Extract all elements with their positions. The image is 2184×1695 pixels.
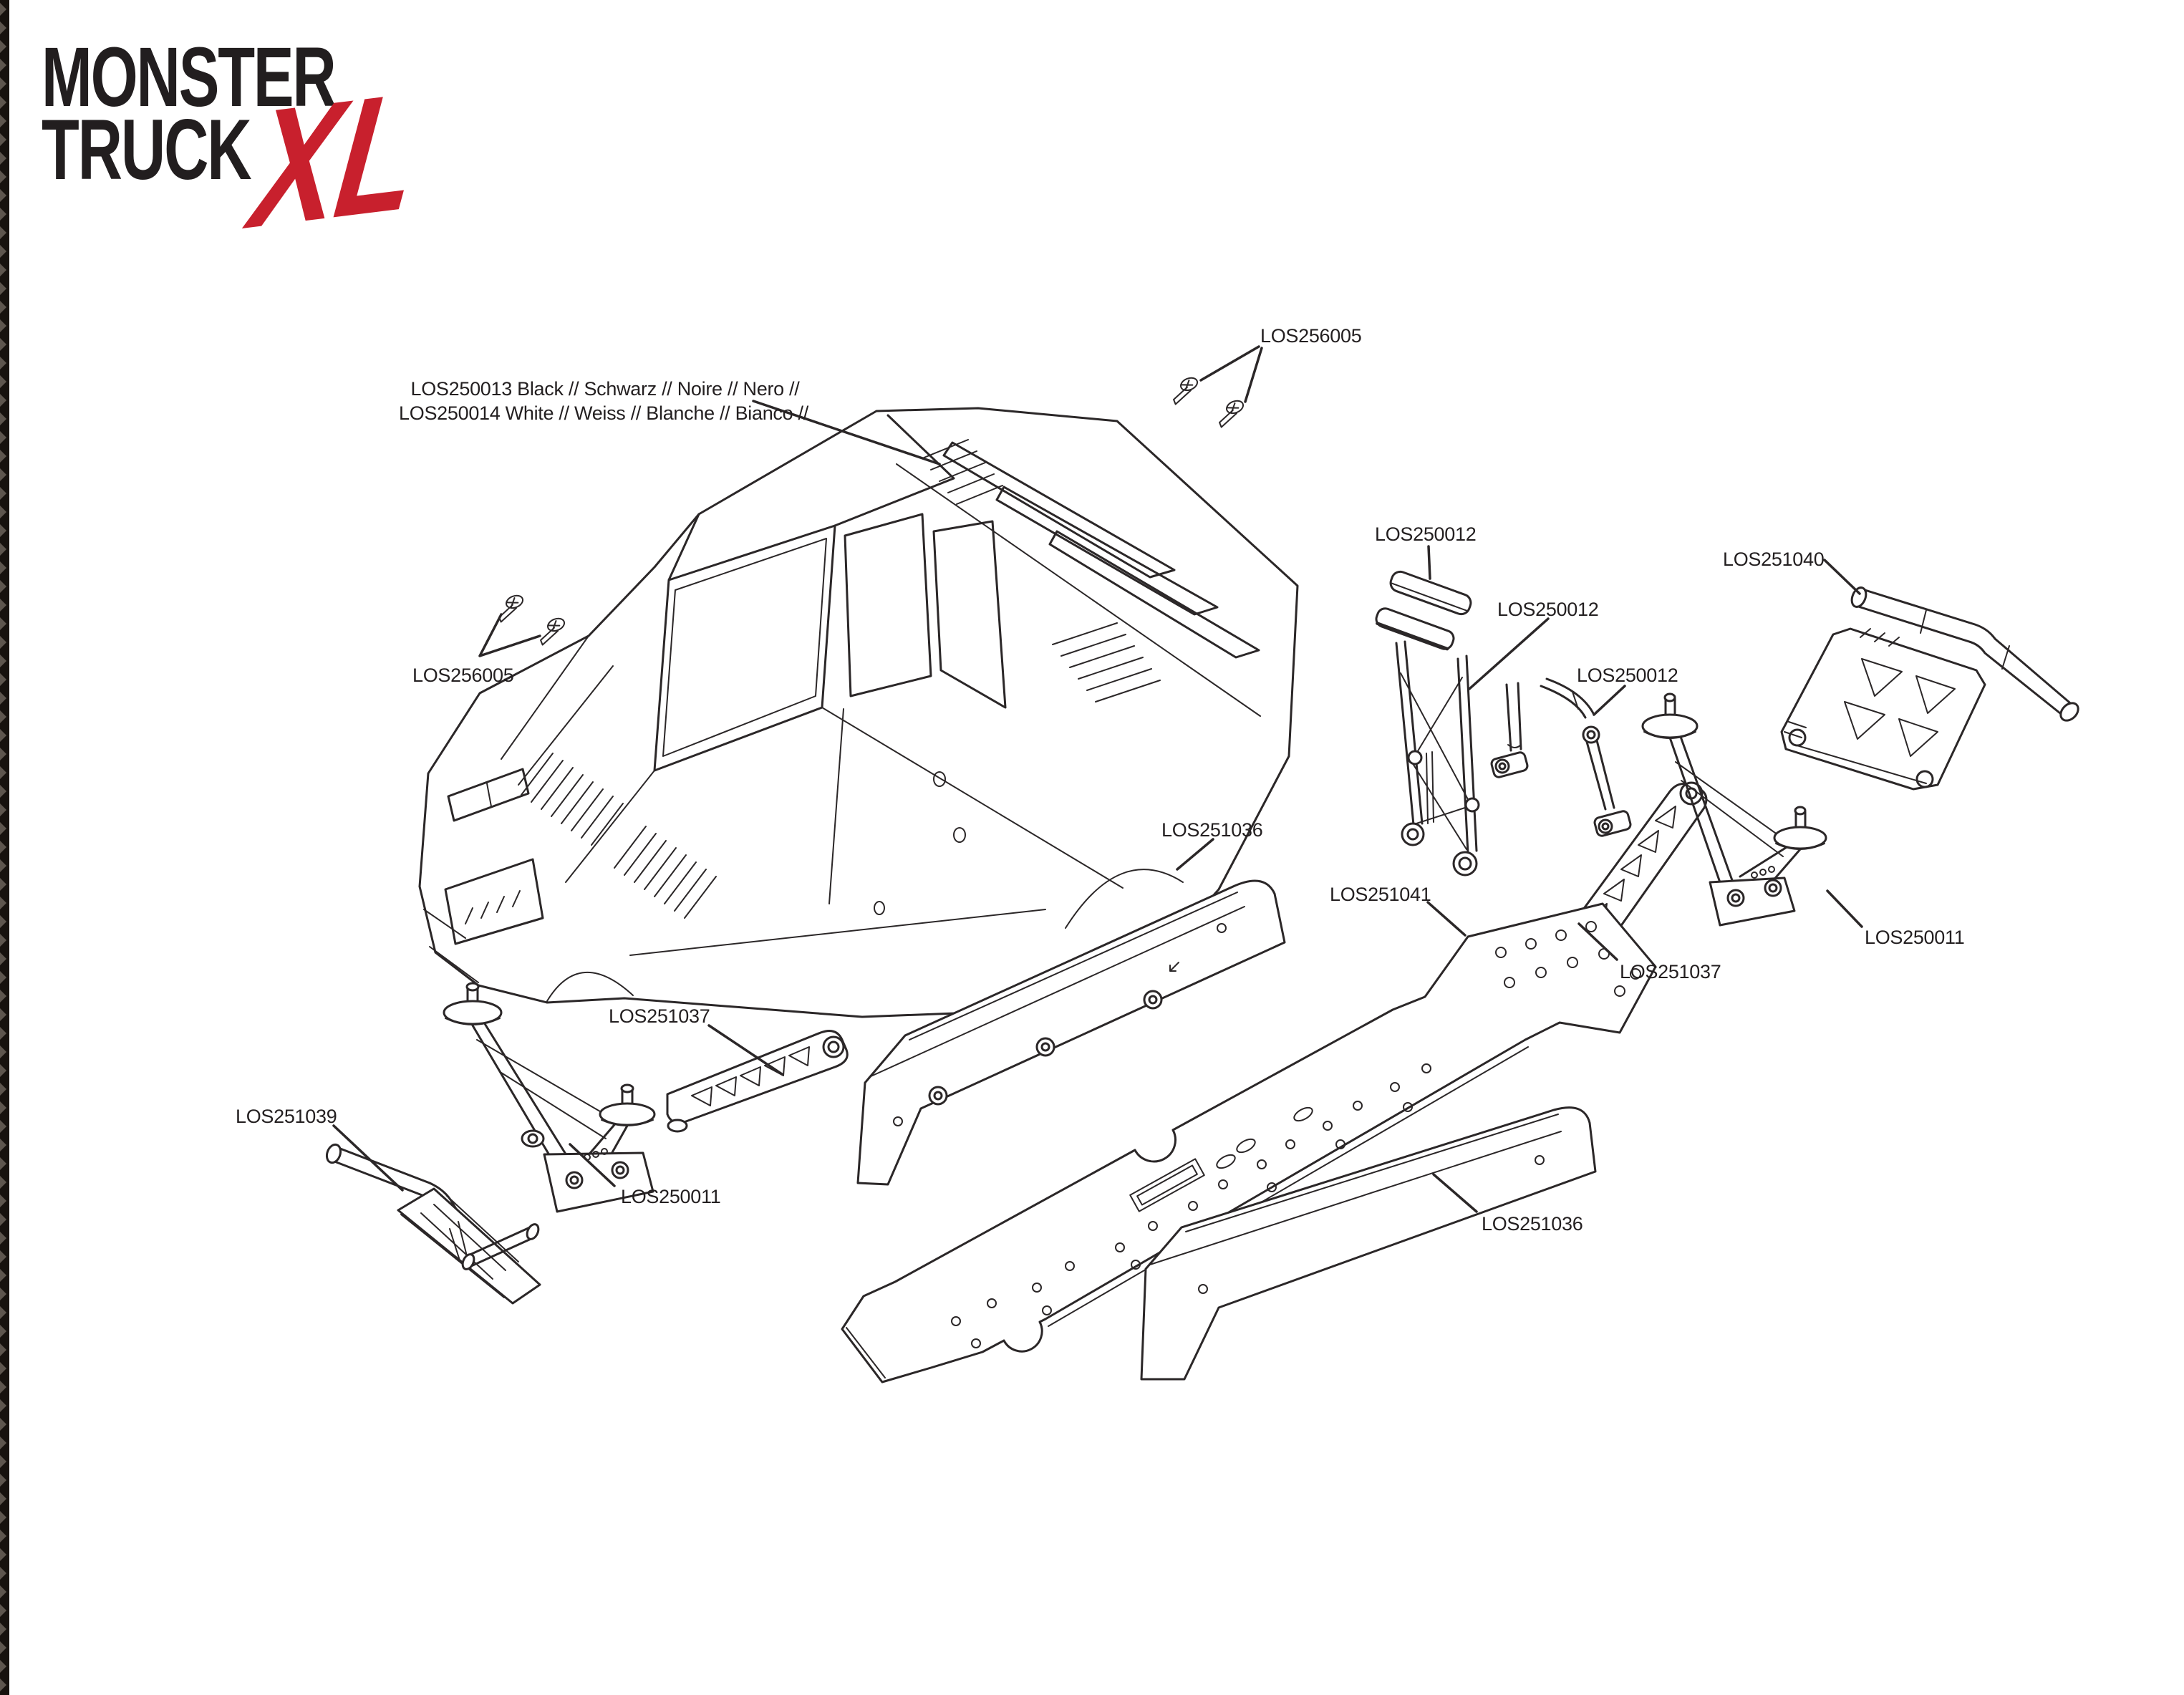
logo-suffix-xl: XL bbox=[237, 56, 426, 264]
front-bumper-drawing bbox=[325, 1143, 541, 1305]
callout-los256005-top: LOS256005 bbox=[1260, 325, 1361, 347]
leader-lines bbox=[332, 345, 1863, 1213]
callout-body-colors-line2: LOS250014 White // Weiss // Blanche // B… bbox=[399, 402, 809, 424]
logo-word-monster: MONSTER bbox=[42, 29, 336, 124]
body-clip-icon bbox=[534, 615, 570, 646]
page-edge-binding bbox=[0, 0, 9, 1695]
callout-los250011-rear: LOS250011 bbox=[1865, 927, 1964, 948]
monster-truck-xl-logo: MONSTER TRUCK XL bbox=[42, 29, 426, 264]
roll-bar-drawing bbox=[1540, 677, 1632, 837]
callout-los251040: LOS251040 bbox=[1723, 549, 1824, 570]
callout-los251036-right: LOS251036 bbox=[1482, 1213, 1583, 1235]
logo-word-truck: TRUCK bbox=[42, 102, 251, 198]
rear-body-mount-pad-drawing bbox=[1375, 570, 1472, 651]
callout-los251037-front: LOS251037 bbox=[609, 1005, 710, 1027]
callout-los251041: LOS251041 bbox=[1330, 884, 1431, 905]
callout-los251037-rear: LOS251037 bbox=[1620, 961, 1721, 982]
callout-los256005-front: LOS256005 bbox=[412, 665, 513, 686]
chassis-plate-drawing bbox=[841, 902, 1657, 1383]
callout-labels: LOS250013 Black // Schwarz // Noire // N… bbox=[236, 325, 1965, 1235]
body-mount-link-drawing bbox=[1490, 682, 1529, 778]
callout-los251036-left: LOS251036 bbox=[1161, 819, 1262, 841]
body-clip-icon bbox=[1167, 375, 1203, 405]
body-clip-icon bbox=[1213, 397, 1249, 428]
right-side-guard-drawing bbox=[1140, 1106, 1597, 1381]
front-body-mount-drawing bbox=[443, 982, 656, 1213]
rear-upper-brace-drawing bbox=[1780, 586, 2079, 791]
callout-los251039: LOS251039 bbox=[236, 1106, 337, 1127]
rear-body-mount-tower-drawing bbox=[1395, 640, 1480, 877]
callout-los250012-tower: LOS250012 bbox=[1497, 599, 1598, 620]
callout-body-colors-line1: LOS250013 Black // Schwarz // Noire // N… bbox=[411, 378, 801, 400]
callout-los250012-rollbar: LOS250012 bbox=[1577, 665, 1678, 686]
truck-body-shell-drawing bbox=[418, 407, 1299, 1018]
callout-los250012-pad: LOS250012 bbox=[1375, 523, 1476, 545]
left-side-guard-drawing bbox=[856, 879, 1286, 1186]
rear-body-mount-drawing bbox=[1641, 692, 1827, 927]
front-brace-drawing bbox=[666, 1030, 849, 1133]
callout-los250011-front: LOS250011 bbox=[621, 1186, 720, 1207]
